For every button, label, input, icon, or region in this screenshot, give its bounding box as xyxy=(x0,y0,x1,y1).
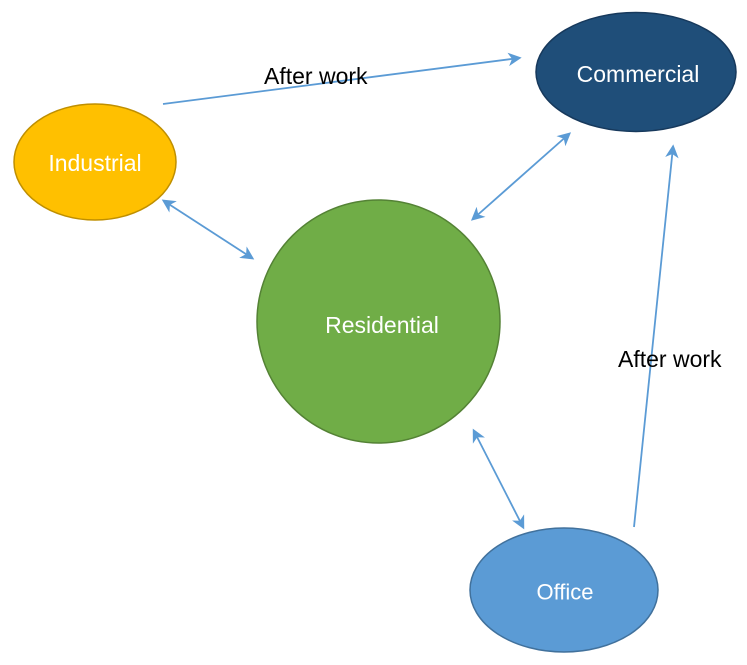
node-commercial xyxy=(535,11,737,133)
edge-label-after-work-right: After work xyxy=(618,346,722,372)
edge-residential-commercial xyxy=(470,132,572,221)
node-commercial-label: Commercial xyxy=(577,61,700,87)
edge-industrial-residential xyxy=(161,199,255,260)
node-office xyxy=(469,527,659,653)
edge-label-after-work-top: After work xyxy=(264,63,368,89)
edge-office-to-commercial xyxy=(633,144,679,528)
node-industrial xyxy=(13,103,177,221)
edge-residential-office xyxy=(472,428,525,530)
node-residential xyxy=(256,199,501,444)
edge-industrial-to-commercial xyxy=(162,52,522,105)
node-industrial-label: Industrial xyxy=(48,150,141,176)
node-residential-label: Residential xyxy=(325,312,439,338)
node-office-label: Office xyxy=(536,580,593,605)
